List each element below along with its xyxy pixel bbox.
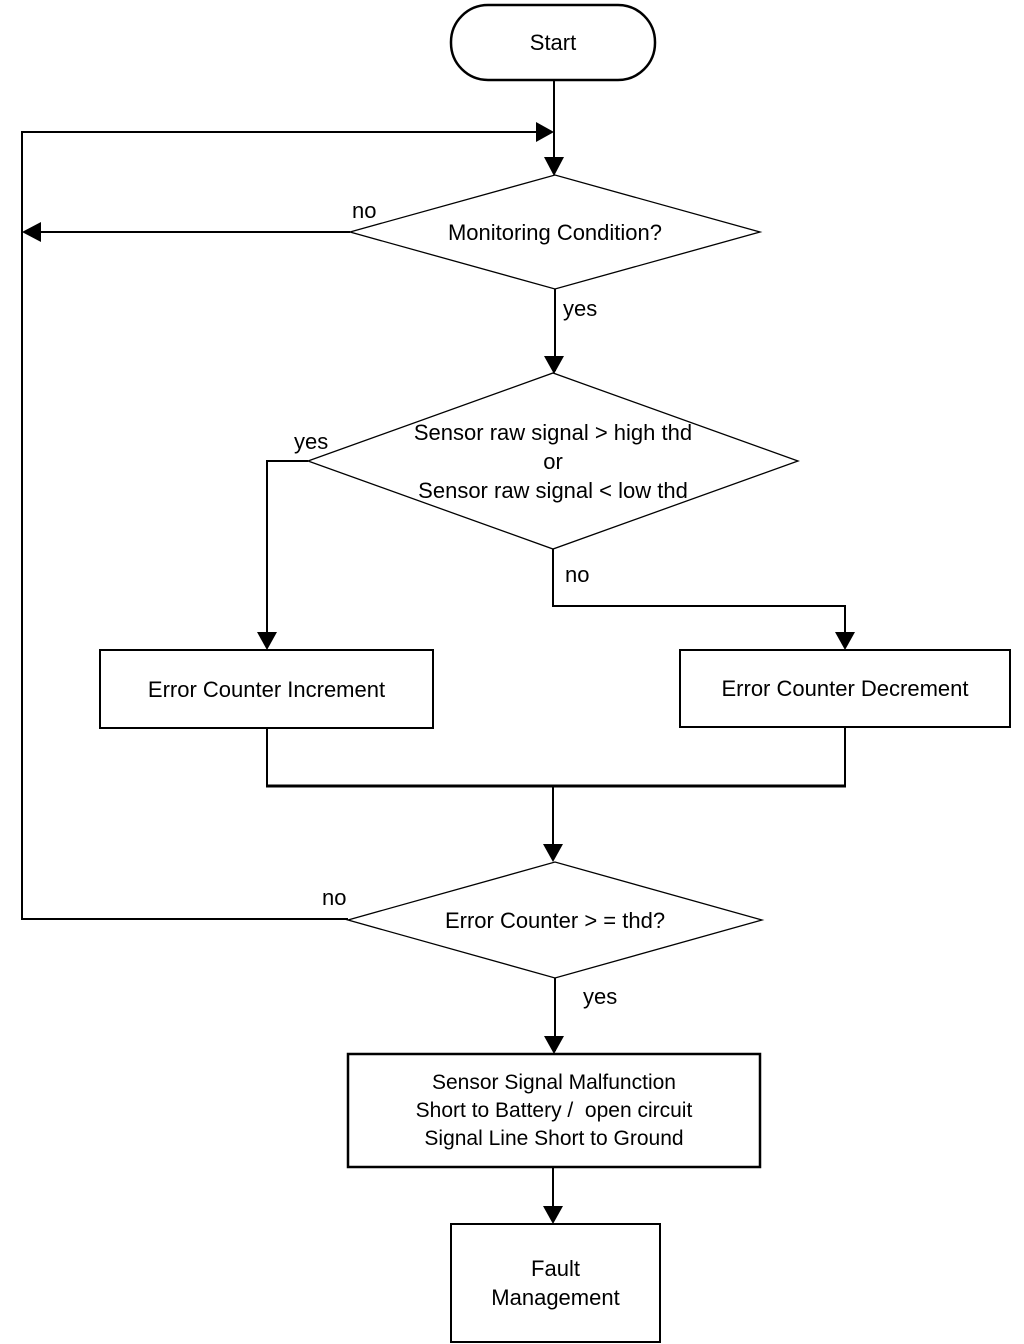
edge-label-counter-no: no bbox=[322, 885, 347, 910]
malfunction-process-shape bbox=[346, 1052, 762, 1169]
fault-process-shape bbox=[450, 1223, 661, 1343]
arrowhead-loop-rejoin-right bbox=[536, 122, 554, 142]
arrowhead-into-counter-check bbox=[543, 844, 563, 862]
malfunction-process-label: Sensor Signal Malfunction Short to Batte… bbox=[415, 1070, 693, 1150]
decrement-process-shape bbox=[679, 649, 1011, 728]
arrowhead-into-malfunction bbox=[544, 1036, 564, 1054]
arrowhead-monitoring-no-left bbox=[22, 222, 41, 242]
connector-signal-no bbox=[552, 549, 846, 647]
counter-check-decision-shape bbox=[345, 861, 765, 979]
signal-check-decision-shape bbox=[306, 372, 800, 550]
arrowhead-into-signal-check bbox=[544, 356, 564, 374]
arrowhead-into-monitoring bbox=[544, 157, 564, 176]
edge-label-signal-yes: yes bbox=[294, 429, 329, 454]
start-node-shape bbox=[449, 3, 657, 82]
connector-loop-counter-no-back-to-top bbox=[21, 131, 538, 920]
edge-label-counter-yes: yes bbox=[583, 984, 618, 1009]
fault-process-label: Fault Management bbox=[491, 1256, 620, 1310]
increment-process-label: Error Counter Increment bbox=[147, 676, 386, 702]
connector-signal-yes bbox=[266, 460, 308, 647]
arrowhead-into-decrement bbox=[835, 632, 855, 650]
edge-label-monitoring-yes: yes bbox=[563, 296, 598, 321]
edge-label-signal-no: no bbox=[565, 562, 590, 587]
edge-label-monitoring-no: no bbox=[352, 198, 377, 223]
monitoring-decision-shape bbox=[347, 174, 763, 290]
monitoring-decision-label: Monitoring Condition? bbox=[447, 219, 663, 245]
decrement-process-label: Error Counter Decrement bbox=[721, 676, 969, 701]
increment-process-shape bbox=[99, 649, 434, 729]
arrowhead-into-increment bbox=[257, 632, 277, 650]
counter-check-decision-label: Error Counter > = thd? bbox=[444, 907, 666, 933]
signal-check-decision-label: Sensor raw signal > high thd or Sensor r… bbox=[413, 419, 693, 503]
start-node-label: Start bbox=[529, 30, 577, 55]
arrowhead-into-fault bbox=[543, 1206, 563, 1224]
